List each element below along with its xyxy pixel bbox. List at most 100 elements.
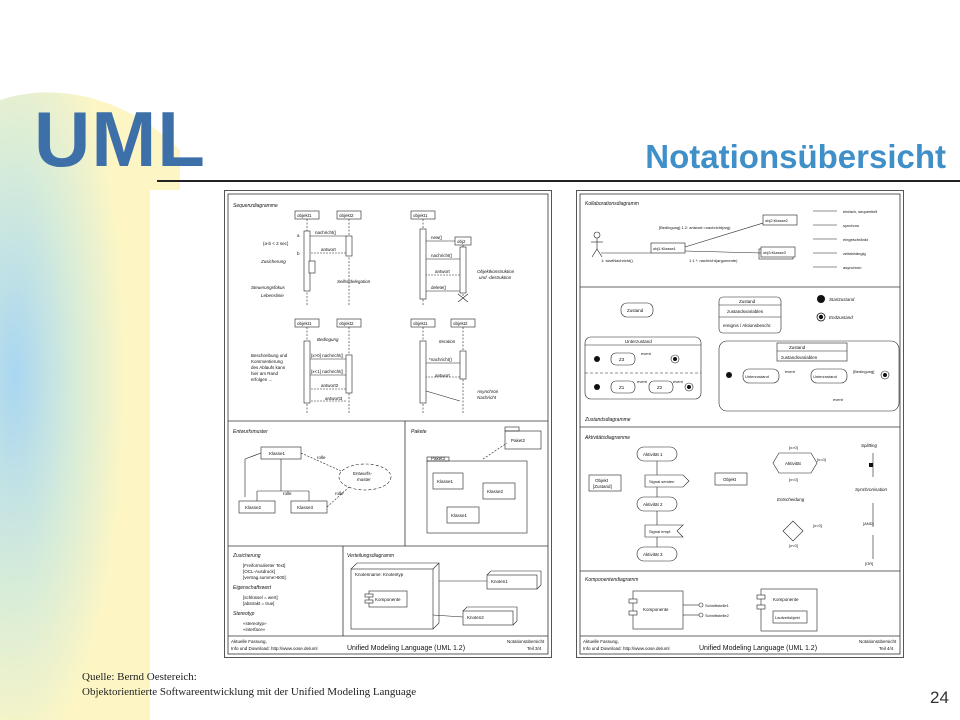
- legend1: einfach, sequentiell: [843, 209, 877, 214]
- ak-objekt-zustand1: Objekt: [595, 478, 609, 483]
- pakete-title: Pakete: [411, 429, 427, 435]
- ak-and: [AND]: [863, 521, 874, 526]
- uml-sheet-part4: Kollaborationsdiagramm obj1:Klasse1 obj2…: [576, 190, 904, 658]
- em-rolle3: rolle: [335, 491, 344, 496]
- title-divider: [157, 180, 960, 182]
- seq2-obj2: obj2: [457, 239, 466, 244]
- right-footer4: Teil 4/4: [879, 646, 894, 651]
- kd-komponente2: Komponente: [773, 597, 799, 602]
- ak-aktivitaet1: Aktivität 1: [643, 452, 663, 457]
- left-footer2: Info und Download: http://www.oose.de/um…: [231, 646, 318, 651]
- seq2-nachricht: nachricht(): [431, 253, 453, 258]
- left-footer1: Aktuelle Fassung,: [231, 639, 267, 644]
- st-unterzustand: Unterzustand: [625, 339, 652, 344]
- seq4-nachricht-star: *nachricht(): [429, 357, 453, 362]
- left-footer-uml: Unified Modeling Language (UML 1.2): [347, 645, 465, 652]
- left-footer4: Teil 3/4: [527, 646, 542, 651]
- ko-start: 1: startNachricht(): [601, 258, 633, 263]
- seq1-b: b: [297, 251, 300, 256]
- left-footer3: Notationsübersicht: [507, 639, 545, 644]
- st-unterzustand2: Unterzustand: [745, 374, 769, 379]
- st-z3: Z3: [619, 357, 625, 362]
- right-footer1: Aktuelle Fassung,: [583, 639, 619, 644]
- stereotyp-title: Stereotyp: [233, 611, 255, 617]
- right-footer2: Info und Download: http://www.oose.de/um…: [583, 646, 670, 651]
- ak-or: [OR]: [865, 561, 873, 566]
- ak-xeq0: [x=0]: [817, 457, 826, 462]
- ko-obj3: obj3:Klasse3: [763, 250, 787, 255]
- seq2-antwort: antwort: [435, 269, 451, 274]
- vt-knotenname: Knotenname: Knotentyp: [355, 572, 404, 577]
- ak-splitting: Splitting: [861, 443, 878, 448]
- seq2-objektkonstruktion: Objektkonstruktion: [477, 269, 515, 274]
- seq1-objekt2: objekt2: [339, 213, 354, 218]
- ak-objekt: Objekt: [723, 477, 737, 482]
- source-line1: Quelle: Bernd Oestereich:: [82, 671, 197, 683]
- seq4-asynchron1: Asynchron: [476, 389, 499, 394]
- ak-xgt0: [x>0]: [789, 445, 798, 450]
- ak-signal-empf: Signal empf.: [649, 529, 671, 534]
- em-muster1: Entwurfs-: [353, 471, 373, 476]
- seq1-selbstdelegation: Selbstdelegation: [337, 279, 371, 284]
- seq1-constraint: {a-b < 2 sec}: [263, 241, 289, 246]
- ew-abstrakt: [abstrakt = true]: [243, 601, 274, 606]
- seq3-beschreibung1: Beschreibung und: [251, 353, 288, 358]
- kd-schnittstelle2: Schnittstelle2: [705, 613, 730, 618]
- st-z1: Z1: [619, 385, 625, 390]
- ak-aktivitaet3: Aktivität 3: [643, 552, 663, 557]
- ak-xlt0: [x<0]: [789, 477, 798, 482]
- seq3-bedingung: Bedingung: [317, 337, 339, 342]
- ak-signal-senden: Signal senden: [649, 479, 674, 484]
- ak-xeq0b: [x=0]: [813, 523, 822, 528]
- komponenten-title: Komponentendiagramm: [585, 577, 638, 583]
- source-line2: Objektorientierte Softwareentwicklung mi…: [82, 686, 417, 698]
- entwurfsmuster-title: Entwurfsmuster: [233, 429, 268, 435]
- vt-knoten1: Knoten1: [491, 579, 508, 584]
- ak-synchronisation: Synchronisation: [855, 487, 888, 492]
- end-state-icon: [818, 314, 824, 320]
- kd-komponente1: Komponente: [643, 607, 669, 612]
- st-event1: event: [641, 351, 652, 356]
- slide-title: UML: [34, 95, 206, 183]
- seq1-a: a: [297, 233, 300, 238]
- ak-objekt-zustand2: [Zustand]: [593, 484, 612, 489]
- ak-entscheidung: Entscheidung: [777, 497, 805, 502]
- source-citation: Quelle: Bernd Oestereich: Objektorientie…: [82, 670, 416, 700]
- st-stereotyp: «stereotyp»: [243, 621, 267, 626]
- seq3-objekt1: objekt1: [297, 321, 312, 326]
- seq-title: Sequenzdiagramme: [233, 203, 278, 209]
- st-zustand3: Zustand: [789, 345, 806, 350]
- seq1-lebenslinie: Lebenslinie: [261, 293, 284, 298]
- seq3-x0: [x>0] nachricht(): [311, 353, 344, 358]
- ak-xlt0b: [x<0]: [789, 543, 798, 548]
- page-number: 24: [930, 688, 949, 707]
- legend5: asynchron: [843, 265, 861, 270]
- right-footer3: Notationsübersicht: [859, 639, 897, 644]
- st-event5: event: [833, 397, 844, 402]
- verteilung-title: Verteilungsdiagramm: [347, 553, 394, 559]
- seq3-antwort2: antwort2: [321, 383, 339, 388]
- st-endzustand: Endzustand: [829, 315, 853, 320]
- ko-obj2: obj2:Klasse2: [765, 218, 789, 223]
- seq3-objekt2: objekt2: [339, 321, 354, 326]
- zs-formuliert: [Freiformulierter Text]: [243, 563, 285, 568]
- legend2: synchron: [843, 223, 859, 228]
- seq3-beschreibung5: erfolgen ...: [251, 377, 272, 382]
- ew-schluessel: [schlüssel = wert]: [243, 595, 278, 600]
- ak-aktivitaet2: Aktivität 2: [643, 502, 663, 507]
- ko-iter: 1.1 *: nachricht(argumente): [689, 258, 738, 263]
- uml-sheet-part4-drawing: Kollaborationsdiagramm obj1:Klasse1 obj2…: [579, 193, 901, 655]
- seq3-beschreibung2: Kommentierung: [251, 359, 283, 364]
- seq3-antwort3: antwort3: [325, 396, 343, 401]
- st-bedingung: [Bedingung]: [853, 369, 874, 374]
- pakete-paket3: Paket3: [431, 456, 446, 461]
- st-zustand2: Zustand: [739, 299, 756, 304]
- st-interface: «interface»: [243, 627, 266, 632]
- st-zustand: Zustand: [627, 308, 644, 313]
- uml-sheet-part3-drawing: Sequenzdiagramme objekt1 objekt2 nachric…: [227, 193, 549, 655]
- ko-obj1: obj1:Klasse1: [653, 246, 677, 251]
- aktivitaet-title: Aktivitätsdiagramme: [584, 435, 630, 441]
- zs-ocl: [OCL-Ausdruck]: [243, 569, 275, 574]
- vt-knoten2: Knoten2: [467, 615, 484, 620]
- seq3-beschreibung4: hier am Rand: [251, 371, 279, 376]
